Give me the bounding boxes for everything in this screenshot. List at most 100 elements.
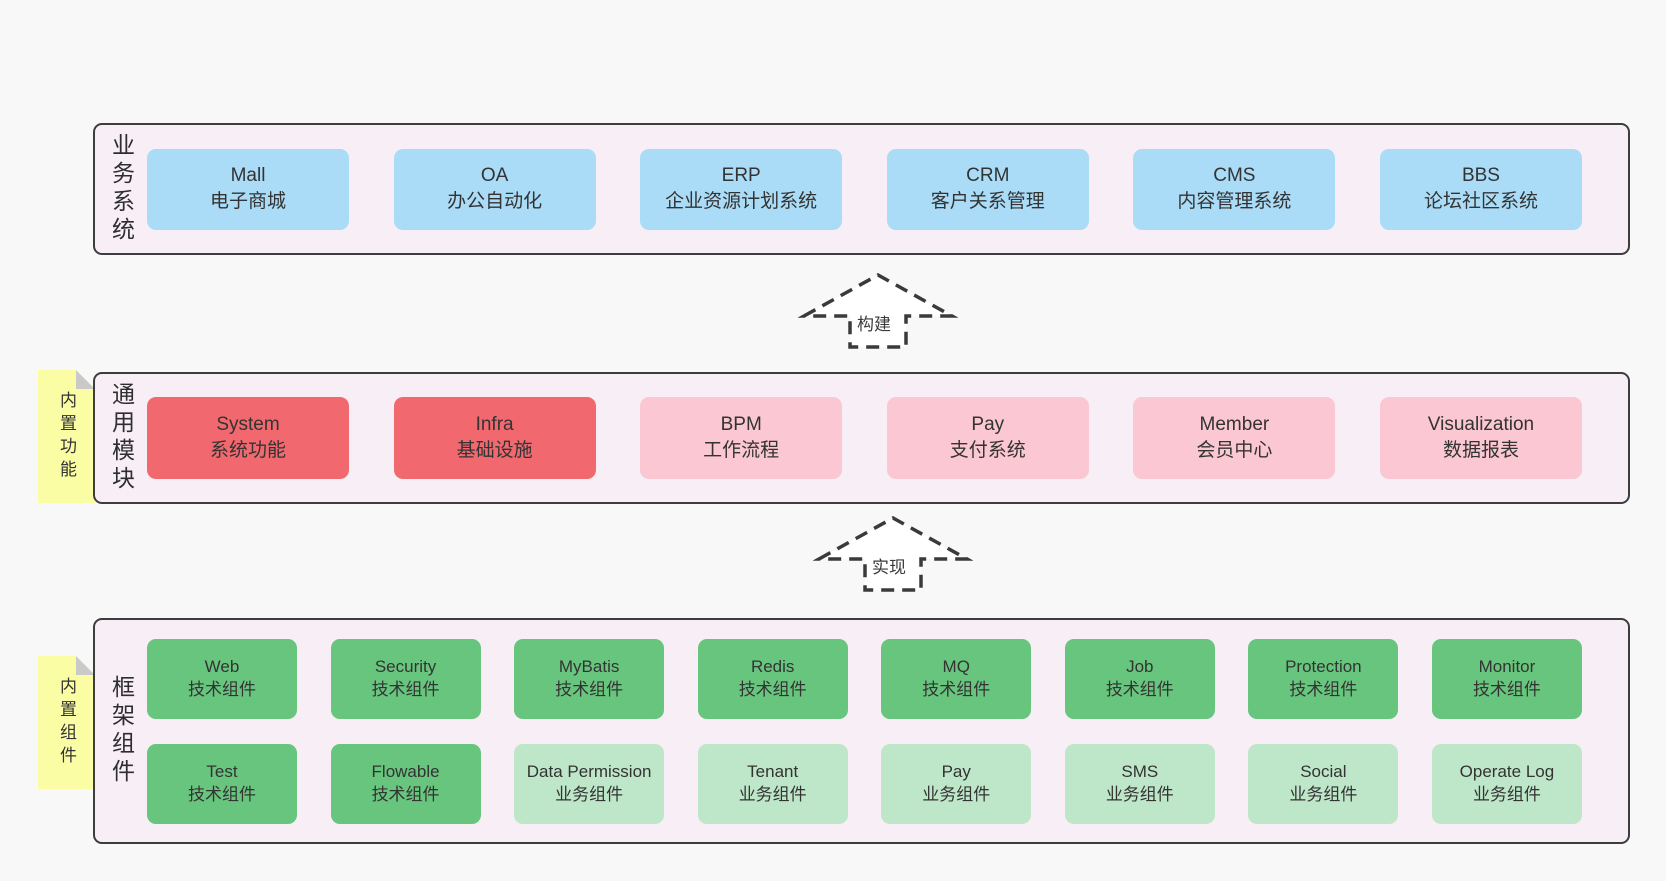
business-systems-label-wrap: 业务系统 <box>95 125 147 253</box>
box-subtitle: 技术组件 <box>1105 679 1174 699</box>
box-mall: Mall 电子商城 <box>147 148 349 230</box>
box-title: Redis <box>750 657 795 677</box>
implement-arrow-label: 实现 <box>869 558 909 579</box>
box-title: Web <box>204 657 240 677</box>
box-subtitle: 系统功能 <box>209 440 286 461</box>
box-social: Social 业务组件 <box>1248 743 1399 824</box>
box-title: Protection <box>1285 657 1362 677</box>
box-title: SMS <box>1121 762 1159 782</box>
box-pay-component: Pay 业务组件 <box>881 743 1032 824</box>
box-subtitle: 技术组件 <box>1472 679 1541 699</box>
box-title: MQ <box>942 657 970 677</box>
box-subtitle: 业务组件 <box>922 784 991 804</box>
business-systems-label: 业务系统 <box>108 133 135 245</box>
common-modules-layer: 通用模块 System 系统功能 Infra 基础设施 BPM 工作流程 Pay… <box>93 372 1630 504</box>
box-oa: OA 办公自动化 <box>393 148 596 230</box>
box-cms: CMS 内容管理系统 <box>1133 148 1336 230</box>
box-sms: SMS 业务组件 <box>1064 743 1215 824</box>
business-systems-row: Mall 电子商城 OA 办公自动化 ERP 企业资源计划系统 CRM 客户关系… <box>147 125 1628 253</box>
box-title: Pay <box>941 762 971 782</box>
build-arrow-icon <box>798 272 958 349</box>
box-job: Job 技术组件 <box>1064 638 1215 719</box>
box-subtitle: 会员中心 <box>1196 440 1273 461</box>
framework-components-layer: 框架组件 Web 技术组件 Security 技术组件 MyBatis 技术组件… <box>93 618 1630 844</box>
framework-components-label-wrap: 框架组件 <box>95 620 147 842</box>
builtin-features-note: 内置功能 <box>38 370 95 503</box>
box-test: Test 技术组件 <box>147 743 297 824</box>
box-subtitle: 企业资源计划系统 <box>665 191 818 212</box>
box-subtitle: 业务组件 <box>1105 784 1174 804</box>
box-subtitle: 技术组件 <box>188 679 256 699</box>
box-subtitle: 内容管理系统 <box>1177 191 1292 212</box>
box-subtitle: 技术组件 <box>371 784 440 804</box>
box-mybatis: MyBatis 技术组件 <box>514 638 665 719</box>
box-title: Social <box>1300 762 1347 782</box>
box-monitor: Monitor 技术组件 <box>1431 638 1582 719</box>
box-title: Mall <box>230 164 266 186</box>
box-title: Job <box>1126 657 1154 677</box>
build-arrow-label: 构建 <box>854 315 894 336</box>
box-redis: Redis 技术组件 <box>697 638 848 719</box>
box-subtitle: 技术组件 <box>922 679 991 699</box>
box-subtitle: 电子商城 <box>209 191 286 212</box>
components-row-1: Web 技术组件 Security 技术组件 MyBatis 技术组件 Redi… <box>147 638 1582 719</box>
framework-components-label: 框架组件 <box>108 675 135 787</box>
box-title: Monitor <box>1478 657 1536 677</box>
box-title: Visualization <box>1427 413 1535 435</box>
box-subtitle: 办公自动化 <box>447 191 543 212</box>
box-subtitle: 业务组件 <box>738 784 807 804</box>
box-mq: MQ 技术组件 <box>881 638 1032 719</box>
box-subtitle: 技术组件 <box>371 679 440 699</box>
common-modules-row: System 系统功能 Infra 基础设施 BPM 工作流程 Pay 支付系统… <box>147 374 1628 502</box>
box-bbs: BBS 论坛社区系统 <box>1379 148 1582 230</box>
box-title: System <box>216 413 280 435</box>
box-bpm: BPM 工作流程 <box>640 397 843 479</box>
box-title: MyBatis <box>558 657 620 677</box>
box-title: Test <box>206 762 238 782</box>
box-subtitle: 论坛社区系统 <box>1423 191 1538 212</box>
framework-components-rows: Web 技术组件 Security 技术组件 MyBatis 技术组件 Redi… <box>147 620 1628 842</box>
box-subtitle: 基础设施 <box>456 440 533 461</box>
box-flowable: Flowable 技术组件 <box>330 743 481 824</box>
box-title: Operate Log <box>1459 762 1555 782</box>
box-subtitle: 技术组件 <box>738 679 807 699</box>
common-modules-label: 通用模块 <box>108 382 135 494</box>
box-subtitle: 业务组件 <box>555 784 624 804</box>
box-protection: Protection 技术组件 <box>1248 638 1399 719</box>
implement-arrow-icon <box>813 515 973 592</box>
box-operate-log: Operate Log 业务组件 <box>1431 743 1582 824</box>
box-title: Data Permission <box>526 762 652 782</box>
box-security: Security 技术组件 <box>330 638 481 719</box>
box-erp: ERP 企业资源计划系统 <box>640 148 843 230</box>
box-title: Flowable <box>371 762 440 782</box>
box-title: CMS <box>1213 164 1256 186</box>
box-tenant: Tenant 业务组件 <box>697 743 848 824</box>
box-subtitle: 技术组件 <box>1289 679 1358 699</box>
box-visualization: Visualization 数据报表 <box>1379 397 1582 479</box>
box-title: Security <box>374 657 437 677</box>
box-infra: Infra 基础设施 <box>393 397 596 479</box>
builtin-features-note-text: 内置功能 <box>57 390 76 483</box>
box-subtitle: 业务组件 <box>1289 784 1358 804</box>
box-member: Member 会员中心 <box>1133 397 1336 479</box>
box-title: OA <box>480 164 509 186</box>
box-subtitle: 工作流程 <box>703 440 780 461</box>
box-title: ERP <box>721 164 761 186</box>
box-subtitle: 业务组件 <box>1472 784 1541 804</box>
components-row-2: Test 技术组件 Flowable 技术组件 Data Permission … <box>147 743 1582 824</box>
box-data-permission: Data Permission 业务组件 <box>514 743 665 824</box>
box-title: BBS <box>1461 164 1500 186</box>
box-subtitle: 技术组件 <box>555 679 624 699</box>
box-title: BPM <box>720 413 762 435</box>
box-title: Pay <box>971 413 1005 435</box>
builtin-components-note: 内置组件 <box>38 656 95 789</box>
box-pay-module: Pay 支付系统 <box>886 397 1089 479</box>
common-modules-label-wrap: 通用模块 <box>95 374 147 502</box>
box-system: System 系统功能 <box>147 397 349 479</box>
box-subtitle: 数据报表 <box>1442 440 1519 461</box>
business-systems-layer: 业务系统 Mall 电子商城 OA 办公自动化 ERP 企业资源计划系统 CRM… <box>93 123 1630 255</box>
box-title: Infra <box>475 413 514 435</box>
builtin-components-note-text: 内置组件 <box>57 676 76 769</box>
box-crm: CRM 客户关系管理 <box>886 148 1089 230</box>
